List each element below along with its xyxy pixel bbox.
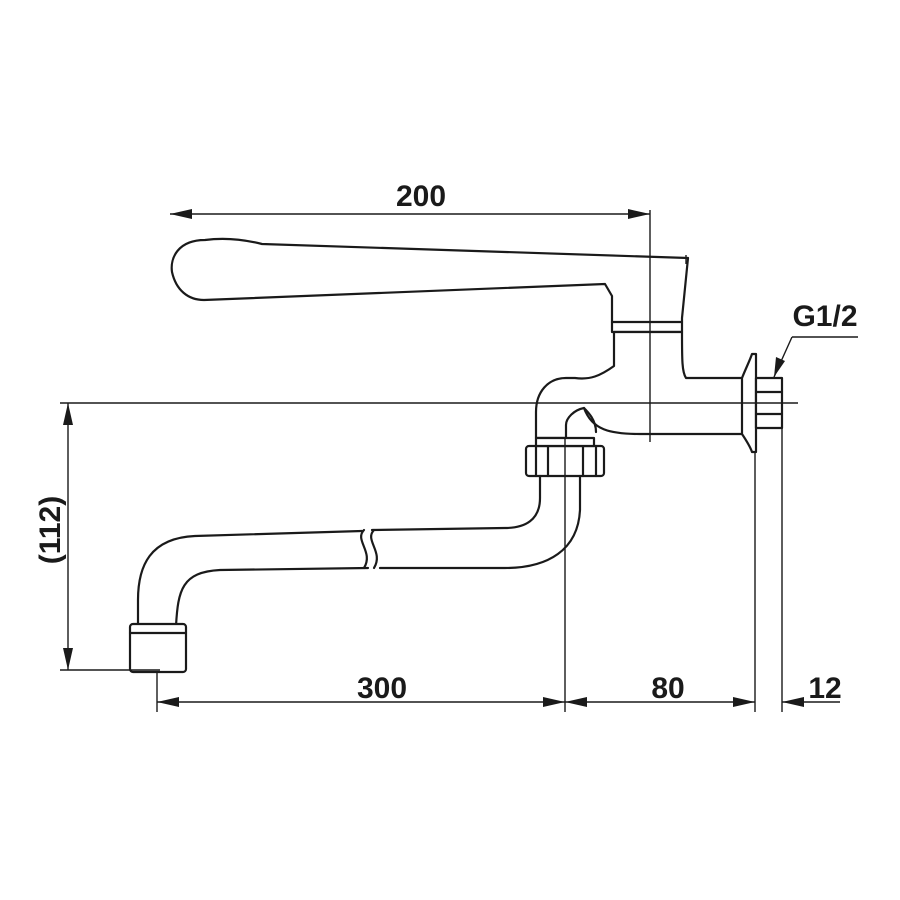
dimension-body-offset: 80 — [565, 672, 755, 707]
dimension-label-112: (112) — [34, 496, 67, 564]
dimension-label-12: 12 — [808, 672, 841, 705]
extension-lines — [60, 210, 798, 712]
lever-handle — [170, 237, 690, 334]
thread-callout: G1/2 — [773, 300, 858, 378]
swivel-spout — [128, 474, 582, 674]
dimension-spout-height: (112) — [34, 403, 73, 670]
thread-label-g1-2: G1/2 — [792, 300, 857, 333]
dimension-label-200: 200 — [396, 180, 446, 213]
dimension-label-300: 300 — [357, 672, 407, 705]
tap-body — [534, 330, 748, 440]
dimension-spout-reach: 300 — [157, 672, 565, 707]
dimension-label-80: 80 — [651, 672, 684, 705]
dimension-wall-plate: 12 — [782, 672, 842, 707]
dimension-handle-length: 200 — [170, 180, 650, 219]
